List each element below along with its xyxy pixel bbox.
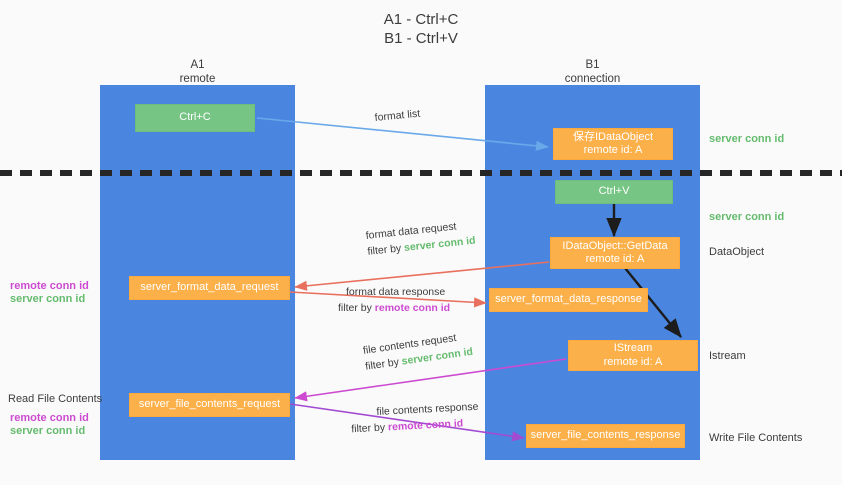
box-idataobject-getdata[interactable]: IDataObject::GetData remote id: A	[550, 237, 680, 269]
box-save-idataobject[interactable]: 保存IDataObject remote id: A	[553, 128, 673, 160]
box-server-file-contents-response[interactable]: server_file_contents_response	[526, 424, 685, 448]
lane-a1-name: A1	[190, 59, 205, 71]
diagram-title: A1 - Ctrl+C B1 - Ctrl+V	[0, 10, 842, 48]
left-label-server-conn-id-2: server conn id	[10, 425, 86, 437]
box-istream-line1: IStream	[613, 342, 653, 354]
lane-header-a1: A1 remote	[100, 58, 295, 86]
right-label-istream: Istream	[709, 350, 746, 362]
box-save-idataobject-line1: 保存IDataObject	[572, 130, 654, 143]
annotation-format-list-text: format list	[374, 107, 421, 124]
annotation-filter-by-prefix-2: filter by	[338, 302, 375, 314]
right-label-server-conn-id-1: server conn id	[709, 133, 785, 145]
annotation-file-contents-request: file contents request filter by server c…	[362, 328, 474, 375]
box-istream[interactable]: IStream remote id: A	[568, 340, 698, 371]
left-label-remote-conn-id-2: remote conn id	[10, 412, 89, 424]
box-save-idataobject-line2: remote id: A	[583, 144, 643, 156]
box-server-file-contents-response-label: server_file_contents_response	[530, 429, 681, 442]
box-ctrl-v-label: Ctrl+V	[598, 185, 630, 198]
lane-a1-sub: remote	[179, 73, 216, 85]
title-line-1: A1 - Ctrl+C	[383, 11, 459, 28]
left-label-server-conn-id-1: server conn id	[10, 293, 86, 305]
annotation-format-data-request: format data request filter by server con…	[365, 217, 476, 260]
annotation-remote-conn-id-2: remote conn id	[387, 417, 464, 434]
lane-b1-sub: connection	[564, 73, 621, 85]
box-server-format-data-response-label: server_format_data_response	[495, 293, 642, 306]
box-getdata-line2: remote id: A	[585, 253, 645, 265]
right-label-write-file-contents: Write File Contents	[709, 432, 803, 444]
annotation-filter-by-prefix-1: filter by	[366, 242, 405, 258]
box-server-format-data-request-label: server_format_data_request	[140, 281, 279, 294]
box-server-file-contents-request-label: server_file_contents_request	[138, 398, 281, 411]
title-line-2: B1 - Ctrl+V	[384, 30, 458, 47]
annotation-remote-conn-id-1: remote conn id	[374, 302, 451, 314]
annotation-format-data-response-line2: filter by remote conn id	[338, 300, 450, 316]
box-ctrl-c-label: Ctrl+C	[179, 111, 211, 124]
left-label-read-file-contents: Read File Contents	[8, 393, 103, 405]
annotation-format-list: format list	[374, 106, 421, 126]
lane-b1-name: B1	[585, 59, 600, 71]
annotation-filter-by-prefix-3: filter by	[364, 355, 403, 373]
annotation-file-contents-response: file contents response filter by remote …	[351, 399, 480, 436]
box-getdata-line1: IDataObject::GetData	[562, 239, 668, 252]
box-ctrl-c[interactable]: Ctrl+C	[135, 104, 255, 132]
box-server-format-data-request[interactable]: server_format_data_request	[129, 276, 290, 300]
box-server-file-contents-request[interactable]: server_file_contents_request	[129, 393, 290, 417]
right-label-dataobject: DataObject	[709, 246, 765, 258]
annotation-file-contents-response-line2: filter by remote conn id	[351, 415, 480, 438]
annotation-format-data-response: format data response filter by remote co…	[338, 284, 450, 316]
annotation-format-data-response-line1: format data response	[346, 286, 446, 298]
right-label-server-conn-id-2: server conn id	[709, 211, 785, 223]
box-istream-line2: remote id: A	[603, 355, 663, 368]
box-ctrl-v[interactable]: Ctrl+V	[555, 180, 673, 204]
box-server-format-data-response[interactable]: server_format_data_response	[489, 288, 648, 312]
lane-header-b1: B1 connection	[485, 58, 700, 86]
annotation-filter-by-prefix-4: filter by	[350, 421, 389, 436]
left-label-remote-conn-id-1: remote conn id	[10, 280, 89, 292]
phase-divider	[0, 170, 842, 176]
